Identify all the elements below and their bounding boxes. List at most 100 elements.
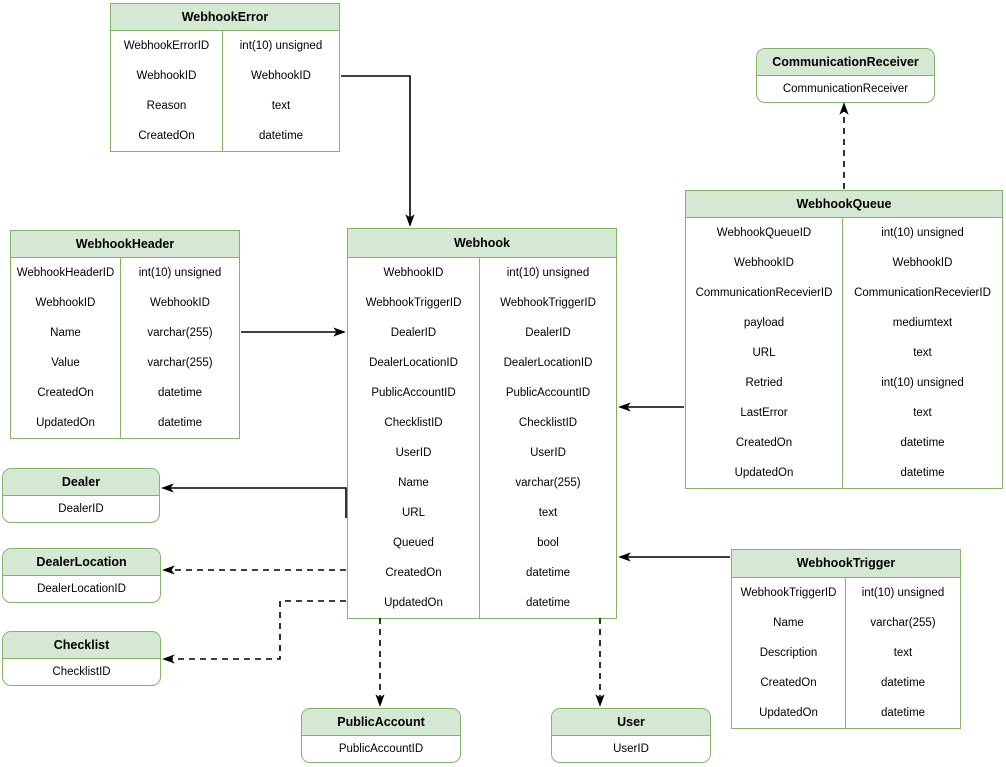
field-type-cell: text [893,647,913,659]
table-row: UserID [552,736,710,762]
field-type-cell: datetime [157,387,203,399]
field-type-cell: int(10) unsigned [239,40,323,52]
entity-title: Webhook [348,229,616,258]
field-type-cell: text [913,407,932,419]
table-row: Queued bool [348,528,616,558]
field-name-cell: UpdatedOn [732,698,846,728]
field-type-cell: WebhookTriggerID [500,297,596,309]
field-type-cell: ChecklistID [518,417,578,429]
table-row: WebhookTriggerID WebhookTriggerID [348,288,616,318]
field-type-cell: WebhookID [150,297,210,309]
field-type-cell: DealerID [525,327,571,339]
table-row: DealerID [3,496,159,522]
field-type-cell: text [913,347,932,359]
field-name-cell: CreatedOn [11,378,121,408]
field-type-cell: int(10) unsigned [506,267,590,279]
connector-webhookerror-to-webhook [341,75,415,227]
field-name-cell: PublicAccountID [348,378,480,408]
entity-title: WebhookTrigger [732,550,960,578]
field-name-cell: DealerID [348,318,480,348]
field-name-cell: WebhookID [686,248,843,278]
field-type-cell: varchar(255) [515,477,581,489]
field-name-cell: WebhookTriggerID [348,288,480,318]
field-type-cell: bool [537,537,559,549]
field-type-cell: int(10) unsigned [881,377,964,389]
field-type-cell: PublicAccountID [505,387,591,399]
entity-title: DealerLocation [3,549,160,576]
field-name-cell: Name [348,468,480,498]
table-row: PublicAccountID [302,736,460,762]
field-name-cell: Value [11,348,121,378]
field-name-cell: DealerLocationID [37,583,126,595]
field-type-cell: int(10) unsigned [861,587,945,599]
entity-title: Dealer [3,469,159,496]
entity-title: WebhookError [111,4,339,31]
field-name-cell: CommunicationRecevierID [686,278,843,308]
field-type-cell: int(10) unsigned [138,267,222,279]
field-name-cell: ChecklistID [52,666,111,678]
field-type-cell: varchar(255) [870,617,936,629]
field-name-cell: WebhookTriggerID [732,578,846,608]
table-row: UpdatedOn datetime [686,458,1002,488]
field-name-cell: UpdatedOn [11,408,121,438]
field-type-cell: WebhookID [251,70,311,82]
field-name-cell: Reason [111,91,223,121]
field-name-cell: ChecklistID [348,408,480,438]
table-row: ChecklistID [3,659,160,685]
table-row: DealerLocationID [3,576,160,602]
field-name-cell: LastError [686,398,843,428]
field-name-cell: CreatedOn [111,121,223,151]
field-type-cell: DealerLocationID [503,357,593,369]
field-type-cell: datetime [525,567,571,579]
connector-webhook-to-dealer [161,483,347,518]
field-name-cell: UpdatedOn [686,458,843,488]
entity-body: DealerID [3,496,159,522]
entity-title: User [552,709,710,736]
field-name-cell: DealerID [58,503,104,515]
entity-title: WebhookQueue [686,191,1002,218]
field-name-cell: Name [11,318,121,348]
table-row: UpdatedOn datetime [732,698,960,728]
field-type-cell: datetime [900,467,945,479]
table-row: WebhookTriggerID int(10) unsigned [732,578,960,608]
field-name-cell: WebhookErrorID [111,31,223,61]
field-name-cell: PublicAccountID [338,743,424,755]
field-type-cell: varchar(255) [147,357,213,369]
field-type-cell: UserID [530,447,566,459]
field-name-cell: CommunicationReceiver [782,83,909,95]
field-type-cell: datetime [880,707,926,719]
entity-body: PublicAccountID [302,736,460,762]
table-row: Name varchar(255) [348,468,616,498]
field-name-cell: Queued [348,528,480,558]
table-row: Value varchar(255) [11,348,239,378]
field-name-cell: UpdatedOn [348,588,480,618]
